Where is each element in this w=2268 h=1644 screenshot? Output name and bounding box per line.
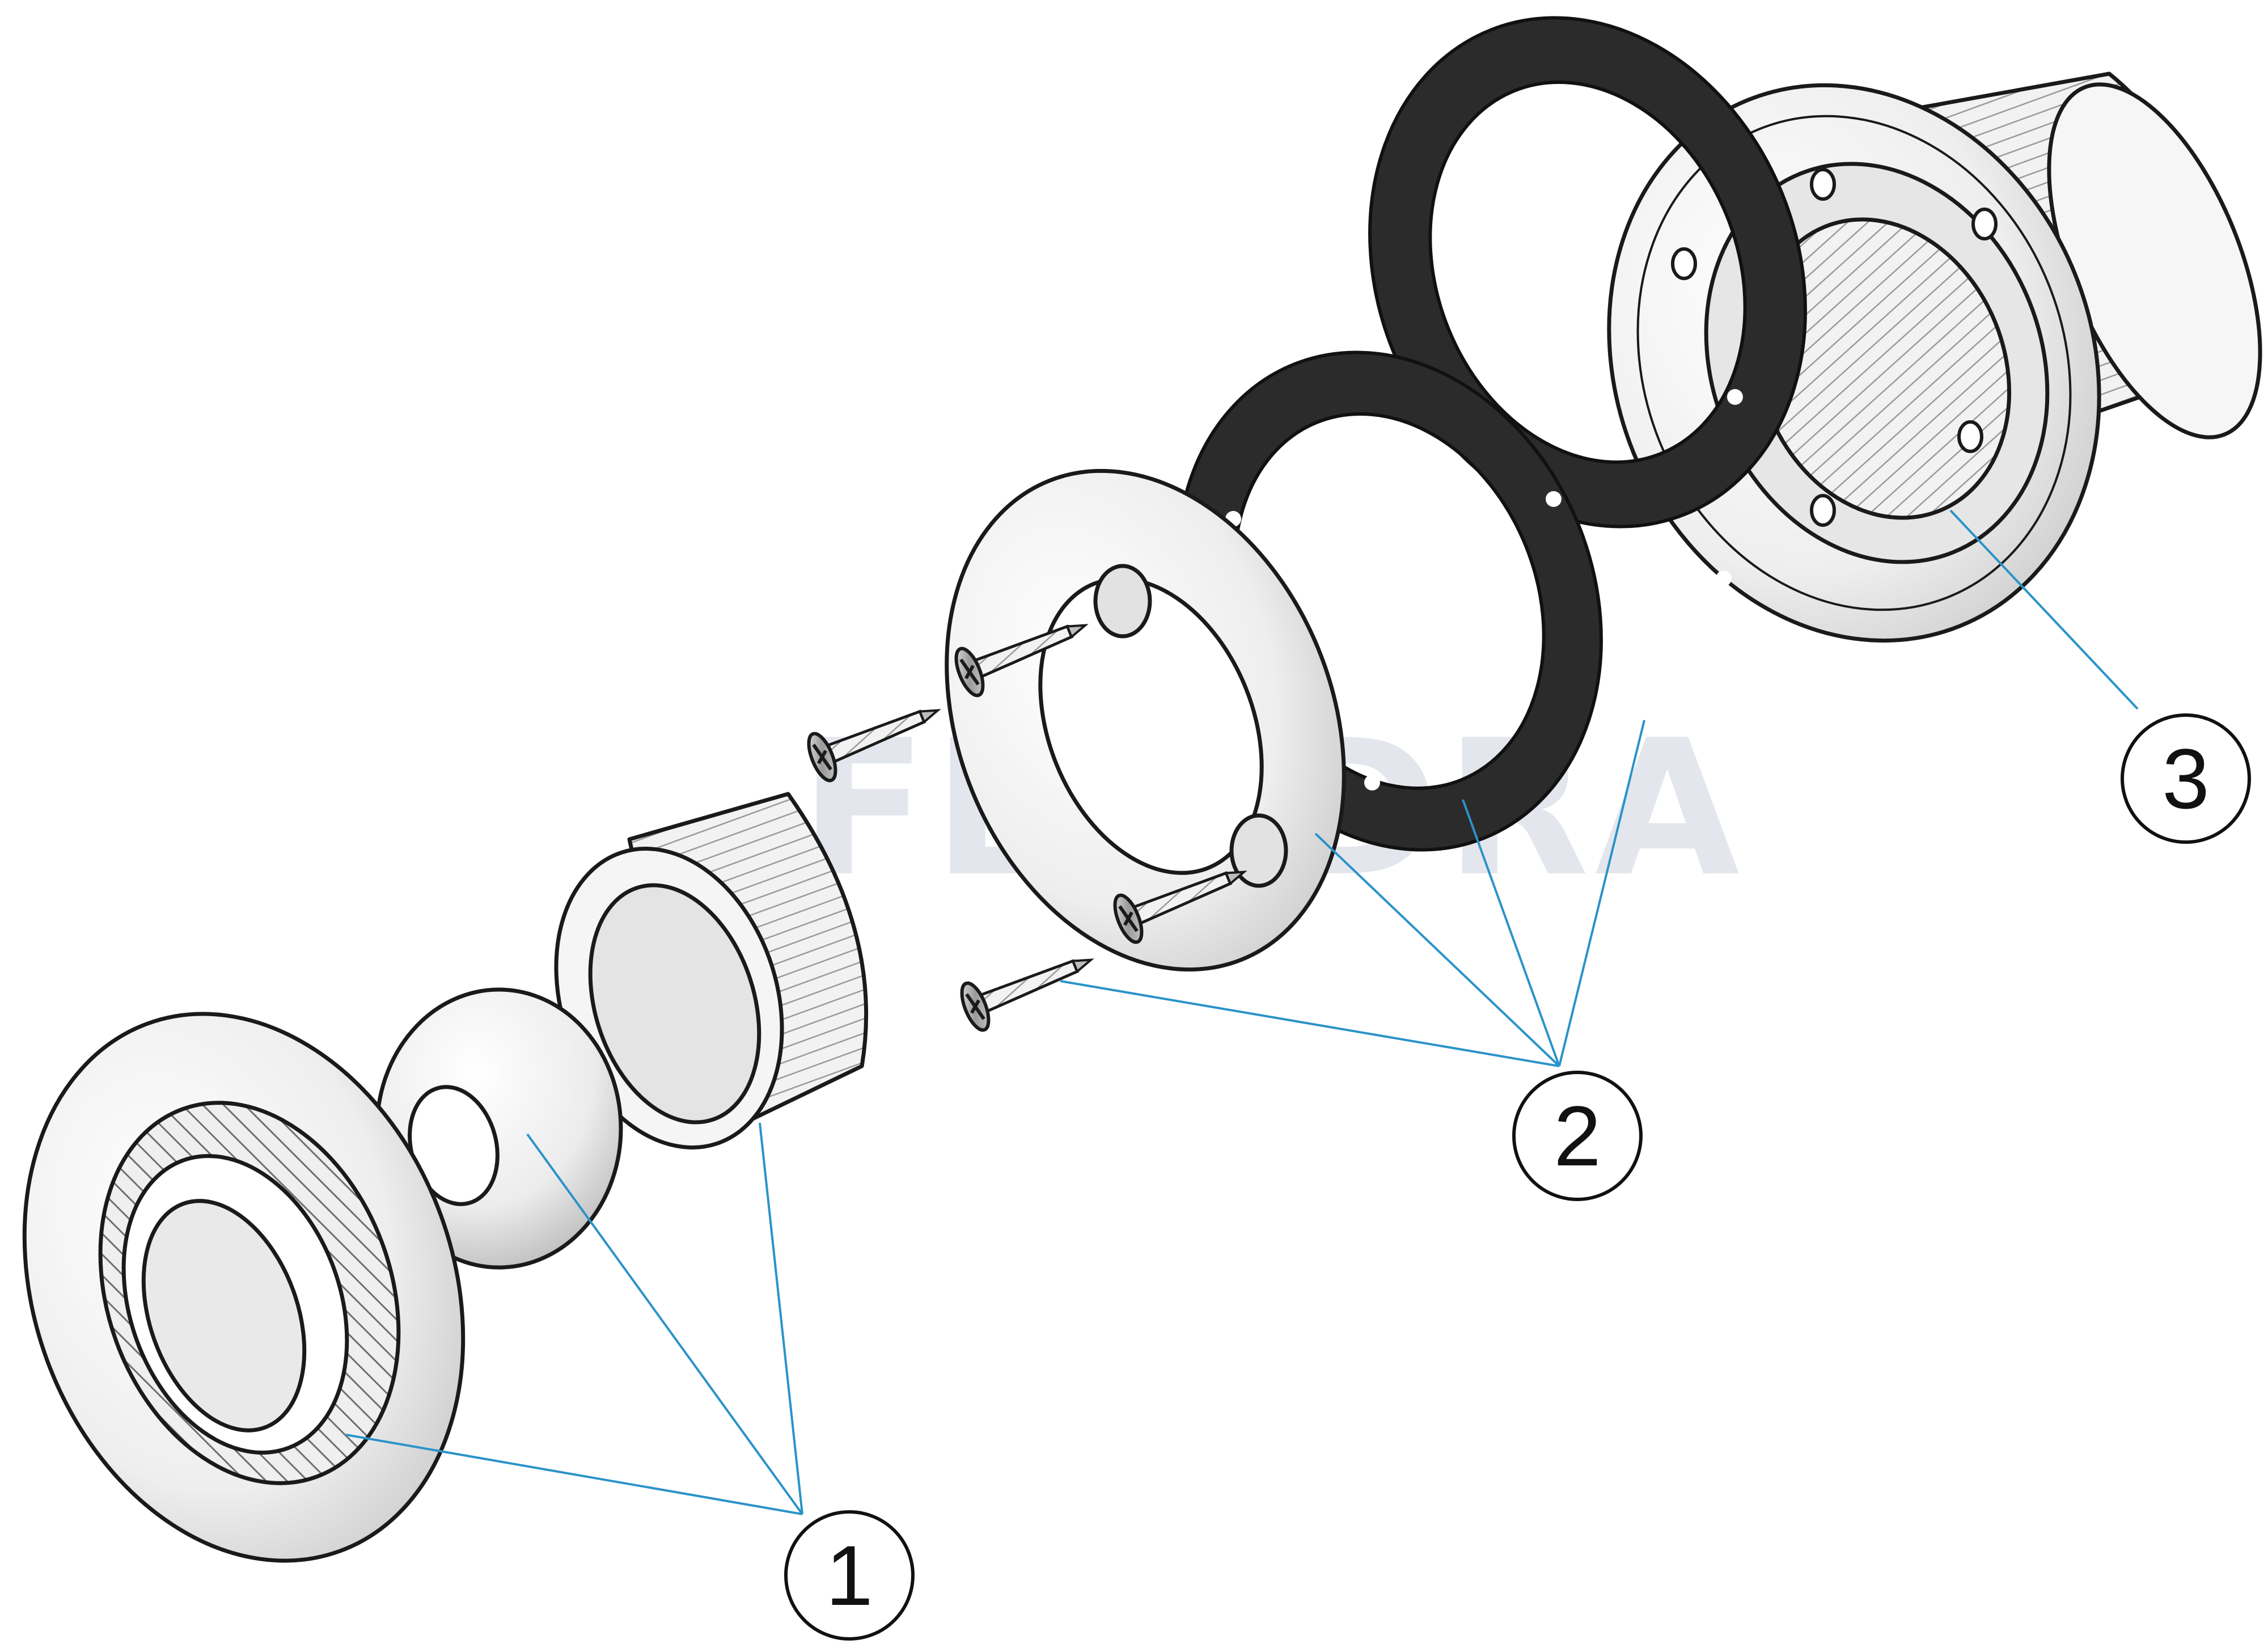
- clamping-flange: [945, 468, 1346, 972]
- leader-lines: [345, 509, 2139, 1515]
- callout-3: 3: [2121, 713, 2251, 844]
- callout-3-label: 3: [2162, 731, 2209, 826]
- eyeball: [375, 987, 623, 1270]
- callout-1: 1: [784, 1510, 915, 1641]
- callout-1-label: 1: [826, 1528, 873, 1623]
- wall-fitting-body: [1607, 71, 2262, 643]
- callout-2-label: 2: [1554, 1088, 1601, 1184]
- retaining-ring: [554, 792, 869, 1149]
- front-cover: [22, 1012, 466, 1563]
- callout-2: 2: [1512, 1071, 1643, 1201]
